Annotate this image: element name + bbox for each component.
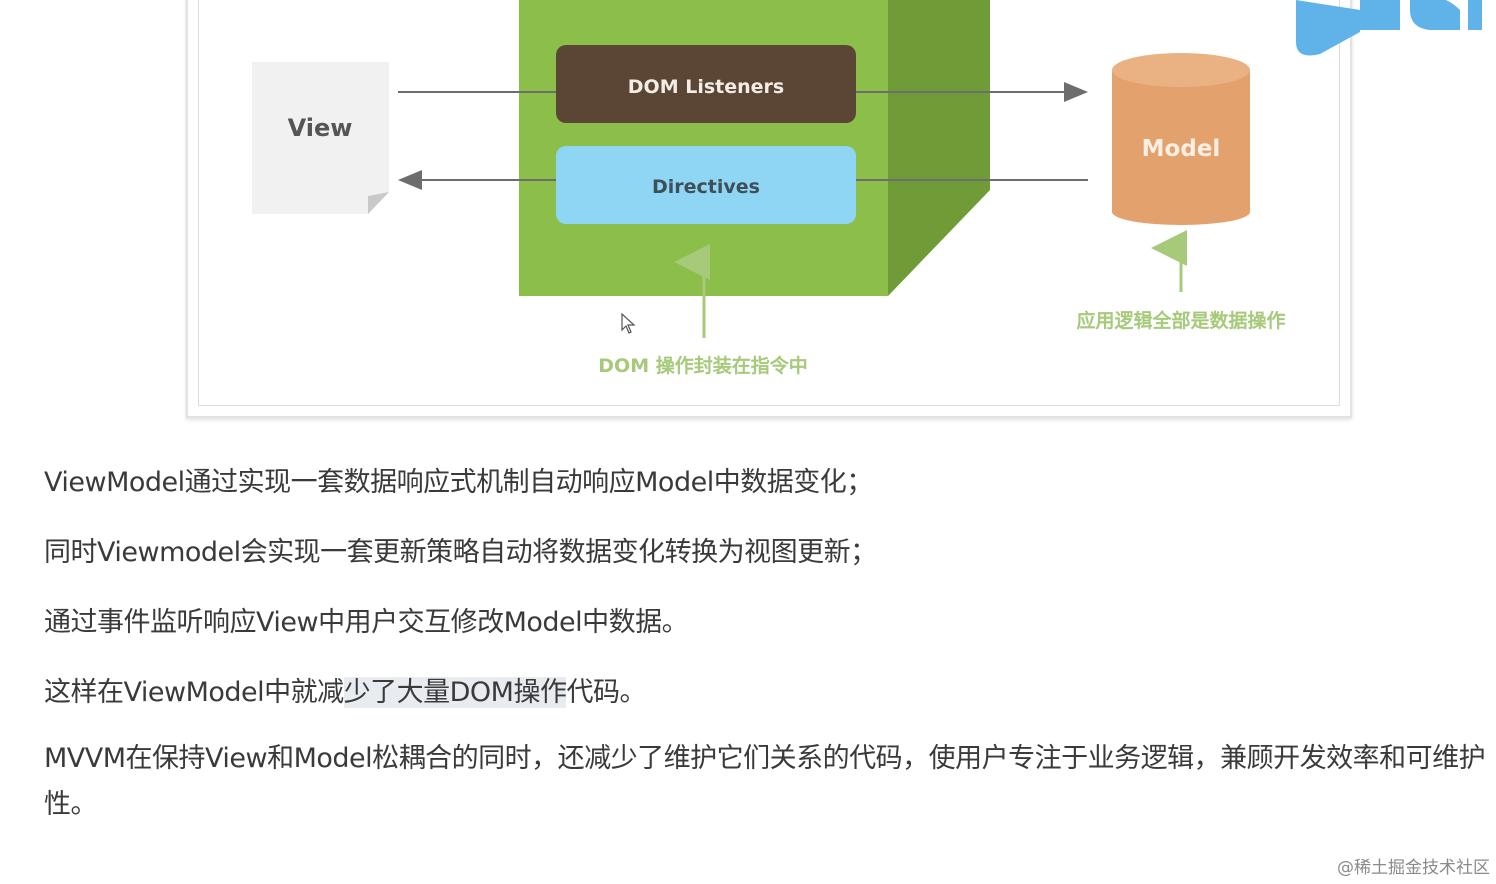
- paragraph-4-highlight: 少了大量DOM操作: [343, 677, 567, 708]
- dom-listeners-label: DOM Listeners: [628, 76, 784, 98]
- directives-box: [556, 146, 856, 224]
- paragraph-3: 通过事件监听响应View中用户交互修改Model中数据。: [44, 607, 689, 638]
- model-database-icon: [1112, 53, 1250, 225]
- paragraph-4-end: 代码。: [566, 677, 646, 708]
- directives-label: Directives: [652, 176, 760, 198]
- model-label: Model: [1142, 136, 1221, 162]
- figure-inner-border: [198, 0, 1340, 406]
- model-caption: 应用逻辑全部是数据操作: [1076, 309, 1285, 332]
- viewmodel-cube-side: [888, 0, 990, 296]
- paragraph-2: 同时Viewmodel会实现一套更新策略自动将数据变化转换为视图更新；: [44, 537, 877, 568]
- watermark: @稀土掘金技术社区: [1337, 858, 1490, 878]
- dom-caption: DOM 操作封装在指令中: [598, 354, 807, 377]
- paragraph-5: MVVM在保持View和Model松耦合的同时，还减少了维护它们关系的代码，使用…: [44, 743, 1486, 820]
- paragraph-4: 这样在ViewModel中就减少了大量DOM操作代码。: [44, 670, 646, 709]
- mvvm-diagram: View DOM Listeners Directives Model DOM …: [252, 0, 1286, 377]
- paragraph-1: ViewModel通过实现一套数据响应式机制自动响应Model中数据变化；: [44, 467, 873, 498]
- view-label: View: [288, 114, 353, 142]
- paragraph-4-start: 这样在ViewModel中就减: [44, 677, 344, 708]
- dom-listeners-box: [556, 45, 856, 123]
- mouse-cursor-icon: [621, 313, 636, 334]
- view-document-icon: [252, 62, 389, 214]
- logo-fragment-icon: [1296, 0, 1482, 56]
